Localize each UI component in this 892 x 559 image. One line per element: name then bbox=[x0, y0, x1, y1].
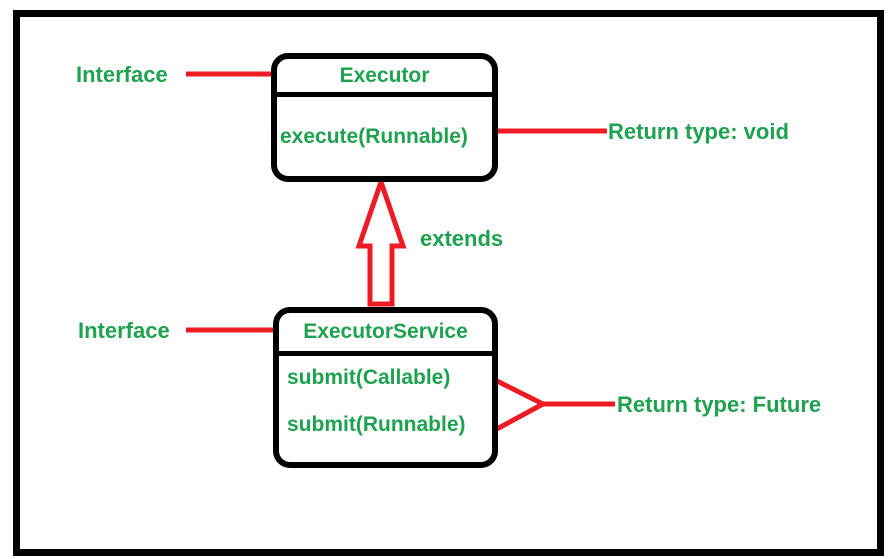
extends-label: extends bbox=[420, 226, 504, 251]
return-future-diagonal-top-line bbox=[493, 377, 545, 407]
executor-box-title: Executor bbox=[277, 59, 492, 97]
executor-interface-box: Executor execute(Runnable) bbox=[271, 53, 498, 182]
outer-frame bbox=[13, 10, 884, 556]
extends-arrow-icon bbox=[355, 174, 407, 307]
return-type-future-label: Return type: Future bbox=[617, 392, 822, 417]
executor-service-method-submit-runnable: submit(Runnable) bbox=[287, 413, 466, 436]
interface-label-top: Interface bbox=[76, 62, 168, 87]
interface-label-bottom: Interface bbox=[78, 318, 170, 343]
executor-box-methods: execute(Runnable) bbox=[277, 97, 492, 188]
executor-method-execute-runnable: execute(Runnable) bbox=[280, 125, 468, 148]
return-type-void-label: Return type: void bbox=[608, 119, 789, 144]
executor-service-box-title: ExecutorService bbox=[279, 313, 492, 356]
executor-service-box-methods: submit(Callable) submit(Runnable) bbox=[279, 356, 492, 472]
executor-service-method-submit-callable: submit(Callable) bbox=[287, 366, 451, 389]
return-future-diagonal-bottom-line bbox=[493, 401, 545, 433]
executor-service-interface-box: ExecutorService submit(Callable) submit(… bbox=[273, 307, 498, 468]
